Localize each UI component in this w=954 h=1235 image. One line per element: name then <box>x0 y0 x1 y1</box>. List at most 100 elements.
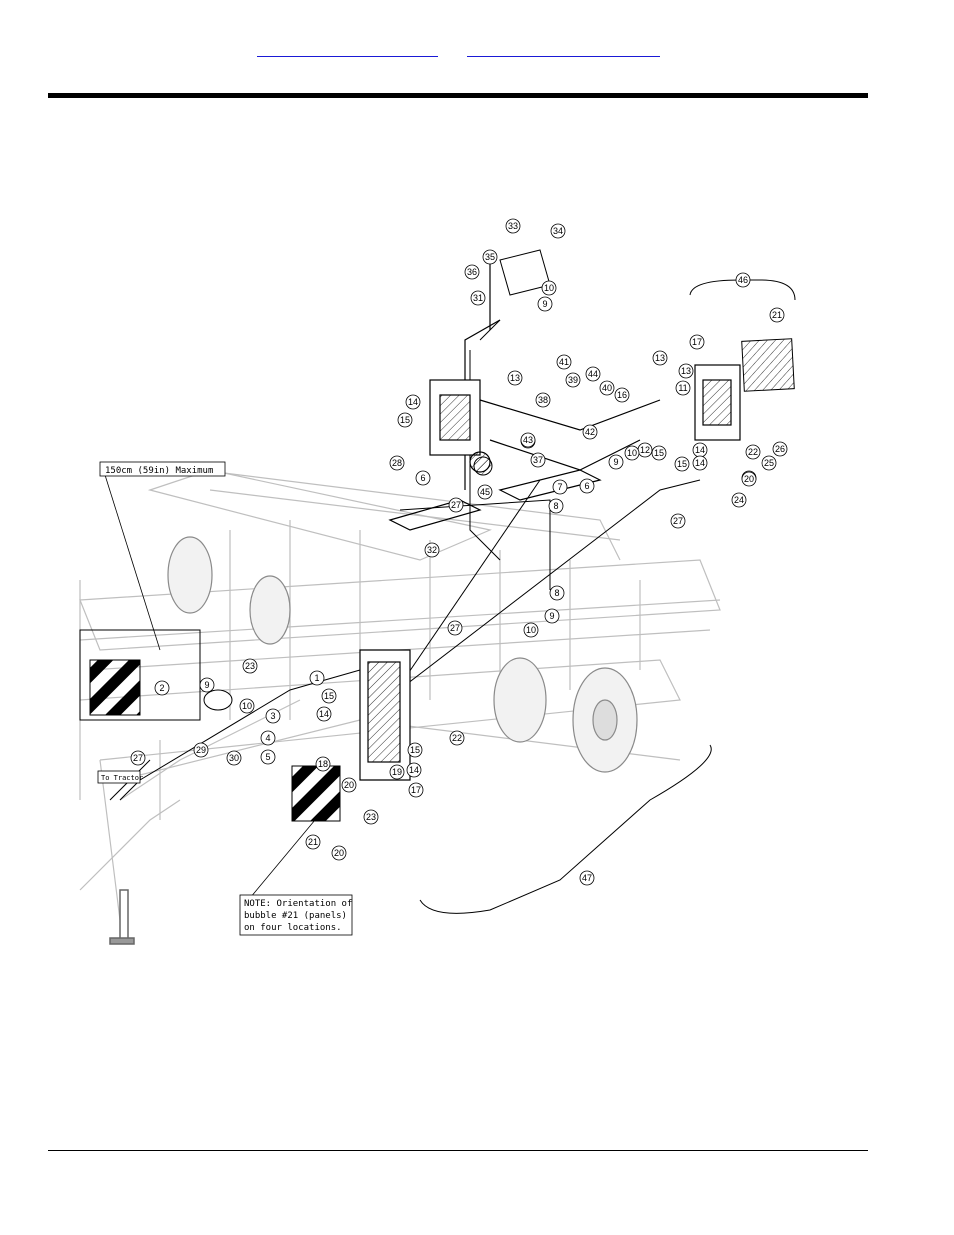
panel-left <box>89 659 141 716</box>
svg-text:27: 27 <box>451 500 461 510</box>
callout-17: 17 <box>689 334 705 350</box>
callout-13: 13 <box>678 363 694 379</box>
callout-8: 8 <box>549 585 565 601</box>
svg-text:14: 14 <box>409 765 419 775</box>
svg-text:35: 35 <box>485 252 495 262</box>
svg-text:27: 27 <box>450 623 460 633</box>
callout-24: 24 <box>731 492 747 508</box>
svg-text:22: 22 <box>748 447 758 457</box>
callout-14: 14 <box>692 455 708 471</box>
svg-text:on four locations.: on four locations. <box>244 923 342 933</box>
svg-text:21: 21 <box>308 837 318 847</box>
svg-text:6: 6 <box>584 481 589 491</box>
callout-38: 38 <box>535 392 551 408</box>
svg-text:46: 46 <box>738 275 748 285</box>
note-max-width: 150cm (59in) Maximum <box>99 461 226 477</box>
svg-text:27: 27 <box>133 753 143 763</box>
callout-30: 30 <box>226 750 242 766</box>
callout-15: 15 <box>321 688 337 704</box>
callout-27: 27 <box>447 620 463 636</box>
callout-27: 27 <box>448 497 464 513</box>
callout-17: 17 <box>408 782 424 798</box>
callout-14: 14 <box>406 762 422 778</box>
svg-text:8: 8 <box>553 501 558 511</box>
header-rule <box>48 93 868 98</box>
callout-9: 9 <box>608 454 624 470</box>
brace-47 <box>419 744 712 914</box>
svg-text:19: 19 <box>392 767 402 777</box>
callout-9: 9 <box>537 296 553 312</box>
svg-text:13: 13 <box>655 353 665 363</box>
panel-frame <box>79 629 201 721</box>
callout-8: 8 <box>548 498 564 514</box>
callout-37: 37 <box>530 452 546 468</box>
callout-27: 27 <box>130 750 146 766</box>
callout-21: 21 <box>305 834 321 850</box>
svg-text:27: 27 <box>673 516 683 526</box>
callout-20: 20 <box>331 845 347 861</box>
svg-text:29: 29 <box>196 745 206 755</box>
header-link-2[interactable] <box>467 40 660 57</box>
svg-text:12: 12 <box>640 445 650 455</box>
callout-42: 42 <box>582 424 598 440</box>
svg-text:18: 18 <box>318 759 328 769</box>
svg-text:36: 36 <box>467 267 477 277</box>
callout-29: 29 <box>193 742 209 758</box>
callout-25: 25 <box>761 455 777 471</box>
callout-36: 36 <box>464 264 480 280</box>
callout-4: 4 <box>260 730 276 746</box>
callout-27: 27 <box>670 513 686 529</box>
callout-33: 33 <box>505 218 521 234</box>
callout-11: 11 <box>675 380 691 396</box>
svg-text:43: 43 <box>523 435 533 445</box>
svg-text:28: 28 <box>392 458 402 468</box>
parts-diagram: 150cm (59in) Maximum To Tractor NOTE: Or… <box>79 218 796 945</box>
svg-text:41: 41 <box>559 357 569 367</box>
svg-text:9: 9 <box>549 611 554 621</box>
callout-22: 22 <box>745 444 761 460</box>
svg-text:47: 47 <box>582 873 592 883</box>
callout-23: 23 <box>363 809 379 825</box>
svg-text:6: 6 <box>420 473 425 483</box>
implement-frame <box>79 469 721 921</box>
svg-text:33: 33 <box>508 221 518 231</box>
svg-text:NOTE: Orientation of: NOTE: Orientation of <box>244 899 352 909</box>
note-orientation: NOTE: Orientation of bubble #21 (panels)… <box>239 894 353 936</box>
svg-text:21: 21 <box>772 310 782 320</box>
callout-7: 7 <box>552 479 568 495</box>
svg-text:42: 42 <box>585 427 595 437</box>
svg-text:24: 24 <box>734 495 744 505</box>
svg-text:11: 11 <box>678 383 687 393</box>
svg-text:15: 15 <box>677 459 687 469</box>
light-mast <box>359 260 741 781</box>
svg-text:32: 32 <box>427 545 437 555</box>
svg-text:14: 14 <box>408 397 418 407</box>
callout-10: 10 <box>239 698 255 714</box>
callout-14: 14 <box>316 706 332 722</box>
callout-1: 1 <box>309 670 325 686</box>
callout-19: 19 <box>389 764 405 780</box>
callout-22: 22 <box>449 730 465 746</box>
svg-text:37: 37 <box>533 455 543 465</box>
svg-text:bubble #21 (panels): bubble #21 (panels) <box>244 911 347 921</box>
svg-text:14: 14 <box>695 445 705 455</box>
callout-9: 9 <box>544 608 560 624</box>
note-to-tractor: To Tractor <box>97 770 143 784</box>
svg-text:23: 23 <box>245 661 255 671</box>
callout-10: 10 <box>541 280 557 296</box>
light-29 <box>203 689 233 711</box>
svg-text:150cm (59in) Maximum: 150cm (59in) Maximum <box>105 466 213 476</box>
svg-text:23: 23 <box>366 812 376 822</box>
callout-13: 13 <box>652 350 668 366</box>
svg-text:10: 10 <box>242 701 252 711</box>
callout-15: 15 <box>674 456 690 472</box>
svg-text:45: 45 <box>480 487 490 497</box>
callout-3: 3 <box>265 708 281 724</box>
callout-15: 15 <box>397 412 413 428</box>
callout-20: 20 <box>741 471 757 487</box>
svg-text:17: 17 <box>692 337 702 347</box>
callout-40: 40 <box>599 380 615 396</box>
panel-21-right <box>741 338 795 392</box>
header-link-1[interactable] <box>257 40 438 57</box>
